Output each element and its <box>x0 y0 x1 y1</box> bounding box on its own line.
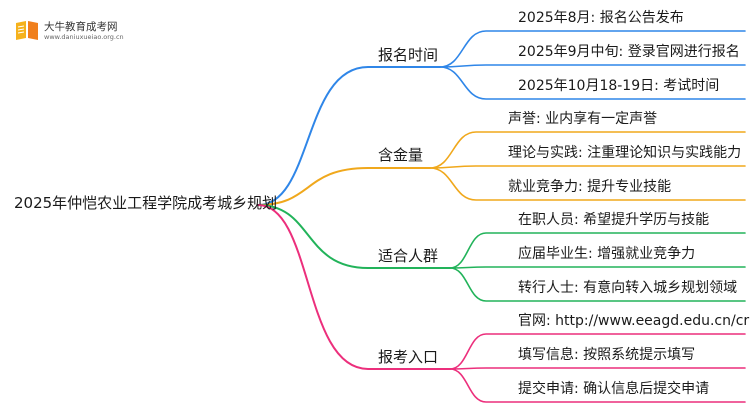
branch-connector <box>257 204 451 370</box>
leaf-submit: 提交申请: 确认信息后提交申请 <box>518 381 710 397</box>
leaf-theory-practice: 理论与实践: 注重理论知识与实践能力 <box>508 145 742 161</box>
leaf-connector <box>449 232 746 269</box>
leaf-official-site: 官网: http://www.eeagd.edu.cn/cr <box>518 313 750 329</box>
leaf-fill-info: 填写信息: 按照系统提示填写 <box>518 347 696 363</box>
leaf-online-registration: 2025年9月中旬: 登录官网进行报名 <box>518 44 740 60</box>
leaf-connector <box>449 267 746 302</box>
leaf-working-professionals: 在职人员: 希望提升学历与技能 <box>518 212 710 228</box>
branch-target-audience: 适合人群 <box>378 247 439 265</box>
branch-connector <box>257 204 451 269</box>
leaf-connector <box>429 165 746 169</box>
leaf-connector <box>429 167 746 201</box>
leaf-employability: 就业竞争力: 提升专业技能 <box>508 179 672 195</box>
leaf-graduates: 应届毕业生: 增强就业竞争力 <box>518 246 696 262</box>
branch-value: 含金量 <box>378 146 424 164</box>
leaf-connector <box>449 367 746 370</box>
leaf-connector <box>439 30 746 68</box>
brand-logo: 大牛教育成考网 www.daniuxueiao.org.cn <box>14 16 134 44</box>
leaf-announcement: 2025年8月: 报名公告发布 <box>518 10 684 26</box>
leaf-connector <box>449 368 746 403</box>
leaf-exam-date: 2025年10月18-19日: 考试时间 <box>518 78 720 94</box>
branch-connector <box>257 167 431 206</box>
root-topic: 2025年仲恺农业工程学院成考城乡规划 <box>14 194 278 212</box>
branch-connector <box>257 66 441 206</box>
leaf-connector <box>449 333 746 370</box>
leaf-connector <box>439 64 746 68</box>
leaf-connector <box>449 266 746 269</box>
book-icon <box>16 21 38 40</box>
branch-application-portal: 报考入口 <box>378 348 439 366</box>
leaf-connector <box>429 131 746 169</box>
branch-registration-time: 报名时间 <box>378 46 439 64</box>
leaf-connector <box>439 66 746 100</box>
leaf-reputation: 声誉: 业内享有一定声誉 <box>508 111 658 127</box>
brand-url: www.daniuxueiao.org.cn <box>44 33 124 41</box>
leaf-career-changers: 转行人士: 有意向转入城乡规划领域 <box>518 280 738 296</box>
brand-name: 大牛教育成考网 <box>44 21 118 33</box>
